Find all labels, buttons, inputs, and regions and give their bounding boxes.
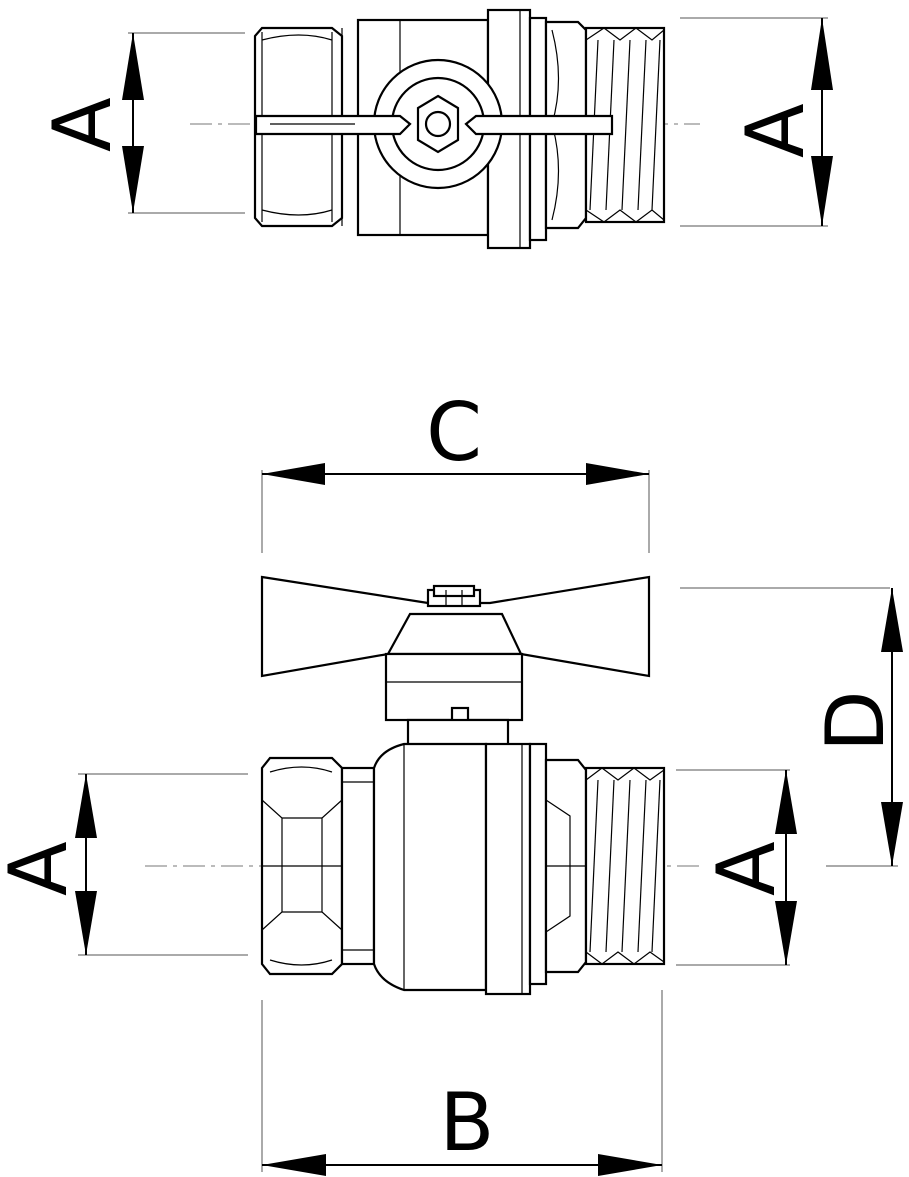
top-handle [254,58,614,190]
dimension-d: D [680,587,903,867]
dimension-b: B [261,990,663,1176]
label-b: B [440,1076,495,1169]
front-left-hex-nut [260,756,344,976]
front-view: C D [0,386,903,1176]
label-c: C [426,386,482,479]
front-right-hex-nut [544,758,588,974]
front-left-label-a: A [0,841,85,896]
front-right-label-a: A [700,841,793,896]
front-body [372,742,548,996]
front-left-dimension-a: A [0,773,248,956]
top-right-label-a: A [729,103,822,158]
label-d: D [809,690,902,752]
front-right-dimension-a: A [676,769,797,966]
top-left-label-a: A [36,97,129,152]
top-right-dimension-a: A [680,17,833,227]
front-thread [584,766,666,966]
top-left-dimension-a: A [36,32,245,214]
dimension-c: C [261,386,650,553]
top-view: A [36,8,833,250]
front-handle [260,575,651,752]
